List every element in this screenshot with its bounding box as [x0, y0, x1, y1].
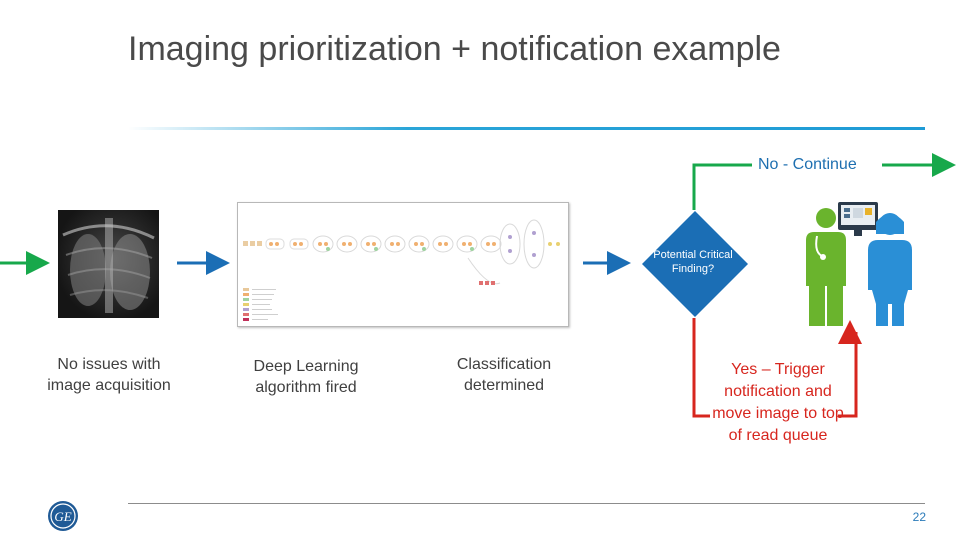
- yes-branch-label: Yes – Trigger notification and move imag…: [712, 361, 844, 444]
- no-branch-line: [692, 163, 752, 210]
- neural-network-diagram: [237, 202, 569, 327]
- network-legend: [243, 288, 278, 321]
- doctor-icon: [806, 208, 846, 326]
- decision-question: Potential Critical Finding?: [653, 249, 733, 275]
- svg-text:GE: GE: [54, 509, 71, 524]
- ge-logo: GE: [48, 501, 78, 531]
- page-number: 22: [912, 510, 926, 524]
- nurse-icon: [868, 213, 912, 326]
- xray-image: [58, 210, 159, 318]
- xray-detail: [62, 218, 155, 313]
- no-continue-label: No - Continue: [758, 156, 857, 173]
- step-acquisition-label: No issues with image acquisition: [47, 356, 171, 394]
- yes-branch-line-right: [838, 320, 862, 418]
- care-team-illustration: [806, 202, 912, 326]
- monitor-icon: [838, 202, 878, 236]
- title-underline: [128, 127, 925, 130]
- step-classification-label: Classification determined: [456, 356, 552, 394]
- slide-title: Imaging prioritization + notification ex…: [128, 30, 781, 68]
- decision-diamond: [642, 211, 748, 317]
- network-layers: [243, 219, 560, 321]
- yes-branch-line-left: [692, 318, 710, 418]
- step-deep-learning-label: Deep Learning algorithm fired: [253, 358, 359, 396]
- footer-divider: [128, 503, 925, 504]
